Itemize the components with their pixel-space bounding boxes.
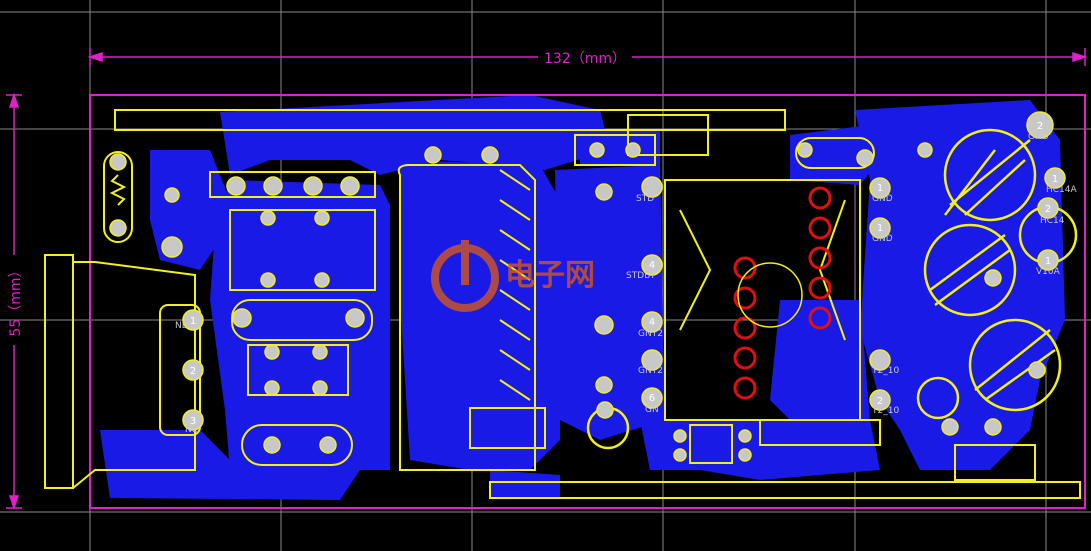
net-label: T2_10 <box>871 366 899 376</box>
pin-number: 1 <box>1045 256 1051 267</box>
transformer-keepout <box>733 186 832 400</box>
net-labels: GND HC14A HC14 V10A NE1 N1 STD STDBY GNT… <box>175 132 1078 435</box>
net-label: GND <box>872 234 893 244</box>
net-label: GND <box>1028 132 1049 142</box>
height-dimension-label: 55（mm） <box>8 263 24 336</box>
pin-number: 3 <box>190 416 196 427</box>
pin-number: 1 <box>190 316 196 327</box>
silkscreen-layer <box>44 109 1081 499</box>
net-label: HC14A <box>1046 185 1078 195</box>
watermark-logo <box>431 240 499 312</box>
net-label: GN <box>645 405 659 415</box>
pin-number: 4 <box>649 317 655 328</box>
board-outline <box>89 94 1086 509</box>
net-label: HC14 <box>1040 216 1065 226</box>
pin-number: 2 <box>1037 121 1043 132</box>
pin-number: 2 <box>190 366 196 377</box>
net-label: V10A <box>1036 267 1061 277</box>
net-label: NE1 <box>175 321 193 331</box>
pin-number: 6 <box>649 393 655 404</box>
pin-number: 2 <box>1045 204 1051 215</box>
net-label: STDBY <box>626 271 656 281</box>
pin-number: 1 <box>1052 174 1058 185</box>
pin-numbers: 1 2 3 4 4 6 1 1 2 1 2 1 2 <box>190 121 1058 427</box>
net-label: GND <box>872 194 893 204</box>
pin-number: 1 <box>877 223 883 234</box>
pin-number: 2 <box>877 396 883 407</box>
height-dimension <box>6 92 22 511</box>
watermark-text: 电子网 <box>505 258 595 293</box>
net-label: N1 <box>185 425 197 435</box>
pin-number: 1 <box>877 183 883 194</box>
net-label: GNT2 <box>638 366 663 376</box>
net-label: GNT2 <box>638 329 663 339</box>
net-label: T2_10 <box>871 406 899 416</box>
pads <box>109 111 1066 462</box>
width-dimension <box>87 48 1088 66</box>
width-dimension-label: 132（mm） <box>544 51 626 67</box>
pin-number: 4 <box>649 260 655 271</box>
net-label: STD <box>636 194 654 204</box>
